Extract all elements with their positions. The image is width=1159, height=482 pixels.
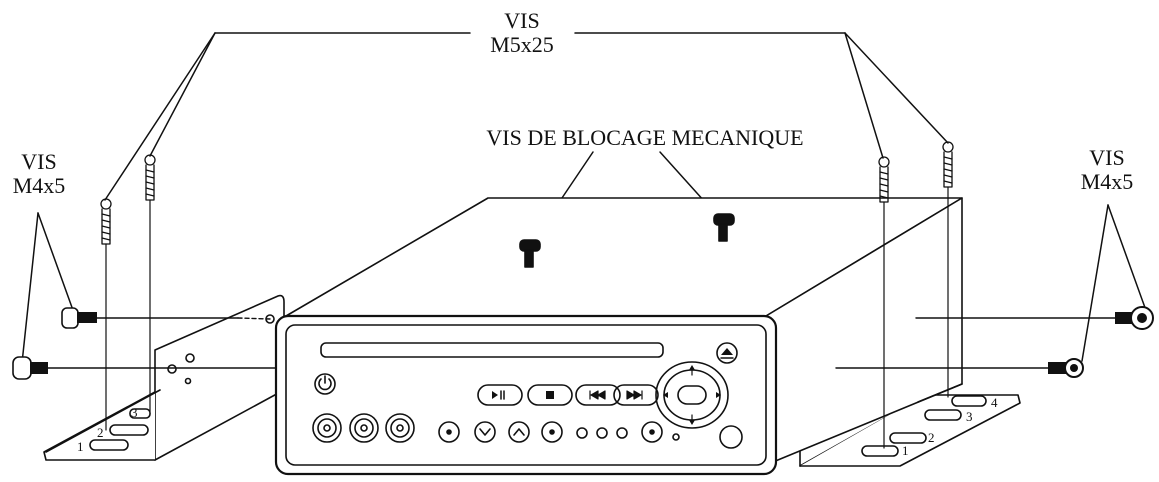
screw-icon — [61, 307, 79, 329]
small-buttons — [438, 421, 743, 449]
right-slot-number-1: 1 — [902, 443, 909, 458]
dvr-unit — [274, 197, 963, 476]
disc-slot — [320, 342, 664, 358]
leader-lines — [21, 32, 1149, 364]
transport-buttons — [477, 384, 659, 406]
label-right-line1: VIS — [1089, 145, 1125, 170]
eject-icon — [716, 342, 738, 364]
screw-icon — [878, 156, 890, 168]
side-screw-lines — [44, 317, 1121, 369]
right-bracket-slots — [861, 395, 987, 457]
play-pause-icon — [477, 384, 523, 406]
label-left-line1: VIS — [21, 149, 57, 174]
label-left-line2: M4x5 — [12, 173, 66, 198]
label-middle: VIS DE BLOCAGE MECANIQUE — [486, 125, 804, 150]
long-screws — [100, 141, 954, 449]
label-screw-m5x25: VIS M5x25 — [467, 9, 577, 57]
jack-buttons — [312, 413, 415, 443]
left-slot-number-1: 1 — [77, 439, 84, 454]
screw-icon — [942, 141, 954, 153]
screw-icon — [12, 356, 32, 380]
label-top-line2: M5x25 — [490, 32, 554, 57]
left-bracket — [43, 294, 285, 461]
next-icon — [613, 384, 659, 406]
label-blocking-screws: VIS DE BLOCAGE MECANIQUE — [455, 126, 835, 150]
front-panel — [274, 314, 778, 476]
left-slot-number-2: 2 — [97, 425, 104, 440]
blocking-screws — [519, 213, 735, 268]
label-right-line2: M4x5 — [1080, 169, 1134, 194]
left-bracket-slots — [89, 408, 151, 451]
short-screws — [12, 306, 1154, 380]
right-slot-number-3: 3 — [966, 409, 973, 424]
right-slot-number-2: 2 — [928, 430, 935, 445]
stop-icon — [527, 384, 573, 406]
left-slot-number-3: 3 — [131, 405, 138, 420]
navigation-pad-icon — [655, 361, 729, 429]
right-slot-number-4: 4 — [991, 395, 998, 410]
label-screw-m4x5-left: VIS M4x5 — [6, 150, 72, 198]
label-screw-m4x5-right: VIS M4x5 — [1074, 146, 1140, 194]
screw-icon — [100, 198, 112, 210]
previous-icon — [575, 384, 621, 406]
chevron-down-icon — [474, 421, 496, 443]
label-top-line1: VIS — [504, 8, 540, 33]
chevron-up-icon — [508, 421, 530, 443]
screw-icon — [144, 154, 156, 166]
power-icon — [314, 373, 336, 395]
